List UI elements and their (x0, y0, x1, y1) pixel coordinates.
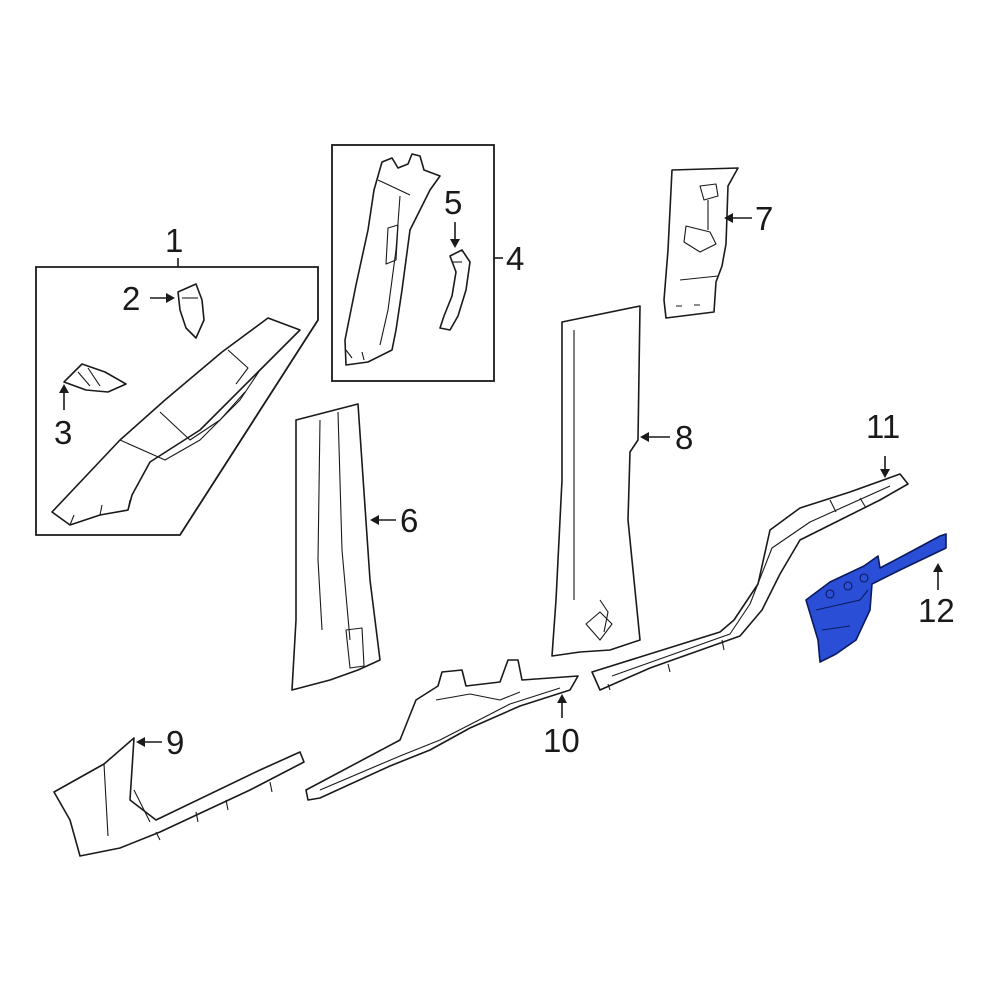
arrow-6 (370, 515, 379, 525)
callout-3[interactable]: 3 (54, 414, 72, 451)
arrow-12 (933, 563, 943, 572)
callout-2[interactable]: 2 (122, 280, 140, 317)
part-2-trim-piece[interactable] (177, 283, 205, 339)
part-12-trim-bracket[interactable] (805, 533, 947, 663)
callout-11[interactable]: 11 (866, 408, 900, 445)
part-9-kick-panel[interactable] (53, 737, 305, 857)
arrow-5 (450, 239, 460, 248)
part-11-sill-trim[interactable] (591, 473, 909, 691)
arrow-11 (880, 469, 890, 478)
callout-6[interactable]: 6 (400, 502, 418, 539)
part-1-a-pillar-trim[interactable] (51, 317, 301, 526)
part-5-grab-handle[interactable] (439, 249, 471, 331)
callout-9[interactable]: 9 (166, 724, 184, 761)
group-box-4 (331, 144, 495, 382)
part-7-upper-pillar-trim[interactable] (663, 167, 739, 319)
callout-12[interactable]: 12 (918, 592, 955, 629)
group-box-1 (35, 266, 319, 536)
arrow-7 (724, 213, 733, 223)
part-3-trim-piece[interactable] (63, 363, 127, 393)
part-4-pillar-trim[interactable] (344, 153, 441, 366)
callout-10[interactable]: 10 (543, 722, 580, 759)
arrow-9 (136, 737, 145, 747)
arrow-2 (166, 293, 175, 303)
callout-8[interactable]: 8 (675, 419, 693, 456)
part-6-pillar-lower-trim[interactable] (291, 403, 381, 691)
callout-7[interactable]: 7 (755, 200, 773, 237)
part-10-sill-trim[interactable] (305, 659, 579, 801)
callout-1[interactable]: 1 (165, 222, 183, 259)
part-8-pillar-lower-trim[interactable] (551, 305, 641, 657)
arrow-8 (640, 432, 649, 442)
callout-4[interactable]: 4 (506, 240, 524, 277)
arrow-3 (59, 384, 69, 393)
callout-5[interactable]: 5 (444, 184, 462, 221)
part-12-fill (805, 533, 947, 663)
arrow-10 (557, 694, 567, 703)
